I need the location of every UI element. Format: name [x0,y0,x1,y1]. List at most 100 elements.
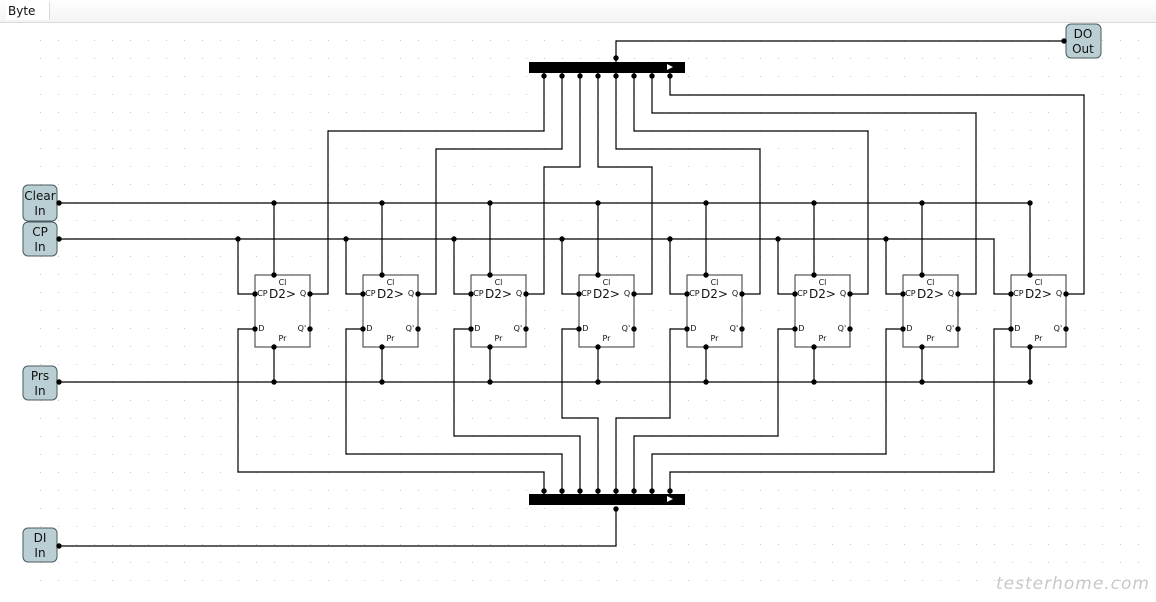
flipflop-body[interactable] [470,274,527,348]
buses [529,62,685,505]
ff-qbar-label: Q' [838,324,847,333]
bus-bar[interactable] [529,62,685,73]
junction-dot [415,291,421,297]
q-output-wire-6 [651,73,977,295]
ff-preset-label: Pr [819,334,828,343]
q-output-wire-5 [633,73,869,295]
di-input-pin[interactable]: DI In [22,527,58,563]
document-tab-bar: Byte [0,0,1156,23]
junction-dot [955,291,961,297]
junction-dot [811,379,817,385]
ff-qbar-label: Q' [730,324,739,333]
ff-q-label: Q [948,289,954,298]
ff-qbar-label: Q' [298,324,307,333]
junction-dot [56,543,62,549]
junction-dot [1027,344,1033,350]
watermark: testerhome.com [995,574,1150,594]
do-output-pin[interactable]: DO Out [1065,23,1102,59]
ff-clock-label: CP [689,289,700,298]
q-output-wire-2 [526,73,581,295]
ff-clock-label: CP [473,289,484,298]
junction-dot [883,236,889,242]
ff-clear-label: Cl [495,278,503,287]
q-output-wire-4 [615,73,761,295]
ff-d-label: D [474,324,480,333]
d-input-wire-4 [615,328,687,494]
bus-tap-dot [595,488,601,494]
ff-qbar-label: Q' [514,324,523,333]
bus-tap-dot [595,73,601,79]
prs-input-pin[interactable]: Prs In [22,365,58,401]
bottom-bus-splitter[interactable] [529,494,685,505]
document-tab[interactable]: Byte [6,2,51,20]
junction-dot [919,344,925,350]
bus-tap-dot [559,488,565,494]
bus-tap-dot [559,73,565,79]
ff-d-label: D [366,324,372,333]
d-input-wire-6 [651,328,903,494]
flipflop-name: D2> [485,287,512,301]
junction-dot [684,291,690,297]
ff-clock-label: CP [797,289,808,298]
junction-dot [468,291,474,297]
bus-arrow-icon [667,64,673,70]
flipflop-body[interactable] [362,274,419,348]
cp-input-pin[interactable]: CP In [22,221,58,257]
ff-q-label: Q [624,289,630,298]
junction-dot [703,200,709,206]
top-bus-splitter[interactable] [529,62,685,73]
junction-dot [523,326,529,332]
bus-tap-dot [541,73,547,79]
clock-wire [237,239,255,295]
junction-dot [595,379,601,385]
junction-dot [56,379,62,385]
flipflop-body[interactable] [1010,274,1067,348]
ff-d-label: D [1014,324,1020,333]
bus-tap-dot [541,488,547,494]
cp-line [59,238,1013,295]
flipflop-body[interactable] [254,274,311,348]
clear-input-pin[interactable]: Clear In [22,184,58,222]
ff-clear-label: Cl [711,278,719,287]
flipflop-body[interactable] [686,274,743,348]
prs-pin-label: Prs [31,369,49,383]
clock-wire [345,239,363,295]
bus-tap-dot [577,488,583,494]
junction-dot [56,236,62,242]
junction-dot [595,344,601,350]
flipflop-body[interactable] [902,274,959,348]
junction-dot [955,326,961,332]
flipflop-body[interactable] [794,274,851,348]
junction-dot [576,291,582,297]
junction-dot [847,291,853,297]
bus-bar[interactable] [529,494,685,505]
ff-clock-label: CP [1013,289,1024,298]
cp-pin-sublabel: In [34,240,45,254]
junction-dot [252,291,258,297]
do-line [615,40,1064,62]
junction-dot [1027,272,1033,278]
d-input-wire-1 [345,328,563,494]
flipflop-body[interactable] [578,274,635,348]
junction-dot [1008,291,1014,297]
ff-d-label: D [582,324,588,333]
bus-tap-dot [649,73,655,79]
clock-wire [561,239,579,295]
ff-d-label: D [906,324,912,333]
junction-dot [1008,326,1014,332]
ff-clock-label: CP [365,289,376,298]
bus-tap-dot [649,488,655,494]
junction-dot [811,200,817,206]
di-pin-sublabel: In [34,546,45,560]
junction-dot [631,291,637,297]
ff-preset-label: Pr [495,334,504,343]
